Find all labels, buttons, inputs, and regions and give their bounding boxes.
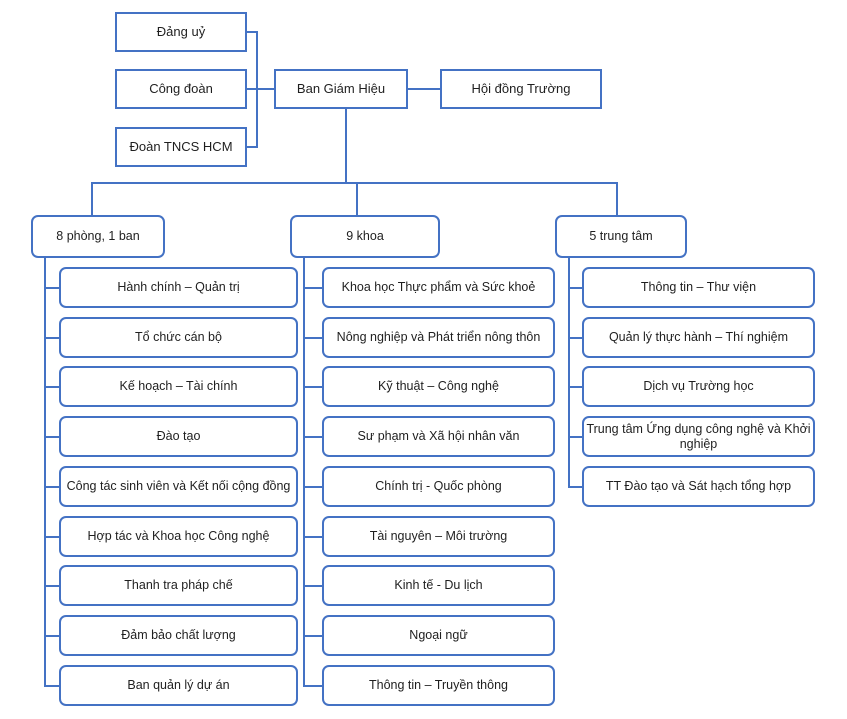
org-box: Sư phạm và Xã hội nhân văn: [322, 416, 555, 457]
org-box: Tổ chức cán bộ: [59, 317, 298, 358]
org-box: TT Đào tạo và Sát hạch tổng hợp: [582, 466, 815, 507]
org-box: Trung tâm Ứng dụng công nghệ và Khởi ngh…: [582, 416, 815, 457]
connector-line: [568, 385, 584, 388]
box-hoi-dong-truong: Hội đồng Trường: [440, 69, 602, 109]
connector-line: [44, 485, 61, 488]
org-box: Ban quản lý dự án: [59, 665, 298, 706]
org-box: Kỹ thuật – Công nghệ: [322, 366, 555, 407]
org-box: Chính trị - Quốc phòng: [322, 466, 555, 507]
connector-line: [44, 634, 61, 637]
connector-line: [44, 336, 61, 339]
org-box: Công tác sinh viên và Kết nối cộng đồng: [59, 466, 298, 507]
org-box: Quản lý thực hành – Thí nghiệm: [582, 317, 815, 358]
org-box: Hợp tác và Khoa học Công nghệ: [59, 516, 298, 557]
box-doan-tncs-hcm: Đoàn TNCS HCM: [115, 127, 247, 167]
column-header-khoa: 9 khoa: [290, 215, 440, 258]
connector-line: [44, 286, 61, 289]
connector-line: [303, 584, 324, 587]
connector-line: [44, 385, 61, 388]
connector-line: [44, 435, 61, 438]
org-box: Thông tin – Truyền thông: [322, 665, 555, 706]
connector-line: [247, 88, 274, 90]
org-box: Nông nghiệp và Phát triển nông thôn: [322, 317, 555, 358]
connector-line: [303, 336, 324, 339]
org-box: Hành chính – Quản trị: [59, 267, 298, 308]
org-box: Kế hoạch – Tài chính: [59, 366, 298, 407]
connector-line: [91, 182, 618, 184]
connector-line: [356, 182, 358, 215]
connector-line: [303, 485, 324, 488]
org-box: Thông tin – Thư viện: [582, 267, 815, 308]
org-box: Đào tạo: [59, 416, 298, 457]
connector-line: [44, 584, 61, 587]
connector-line: [568, 286, 584, 289]
connector-line: [303, 385, 324, 388]
org-box: Thanh tra pháp chế: [59, 565, 298, 606]
box-ban-giam-hieu: Ban Giám Hiệu: [274, 69, 408, 109]
connector-line: [345, 109, 347, 183]
connector-line: [303, 634, 324, 637]
connector-line: [44, 535, 61, 538]
connector-line: [568, 258, 570, 488]
connector-line: [303, 286, 324, 289]
connector-line: [408, 88, 440, 90]
connector-line: [44, 258, 46, 687]
connector-line: [303, 684, 324, 687]
connector-line: [303, 435, 324, 438]
connector-line: [303, 535, 324, 538]
connector-line: [303, 258, 305, 687]
org-box: Khoa học Thực phẩm và Sức khoẻ: [322, 267, 555, 308]
org-box: Tài nguyên – Môi trường: [322, 516, 555, 557]
connector-line: [247, 146, 258, 148]
connector-line: [568, 336, 584, 339]
connector-line: [91, 182, 93, 215]
org-box: Đảm bảo chất lượng: [59, 615, 298, 656]
connector-line: [247, 31, 258, 33]
connector-line: [568, 435, 584, 438]
box-dang-uy: Đảng uỷ: [115, 12, 247, 52]
box-cong-doan: Công đoàn: [115, 69, 247, 109]
org-box: Ngoại ngữ: [322, 615, 555, 656]
connector-line: [44, 684, 61, 687]
column-header-trung-tam: 5 trung tâm: [555, 215, 687, 258]
org-box: Dịch vụ Trường học: [582, 366, 815, 407]
connector-line: [616, 182, 618, 215]
connector-line: [568, 485, 584, 488]
column-header-phong-ban: 8 phòng, 1 ban: [31, 215, 165, 258]
org-box: Kinh tế - Du lịch: [322, 565, 555, 606]
